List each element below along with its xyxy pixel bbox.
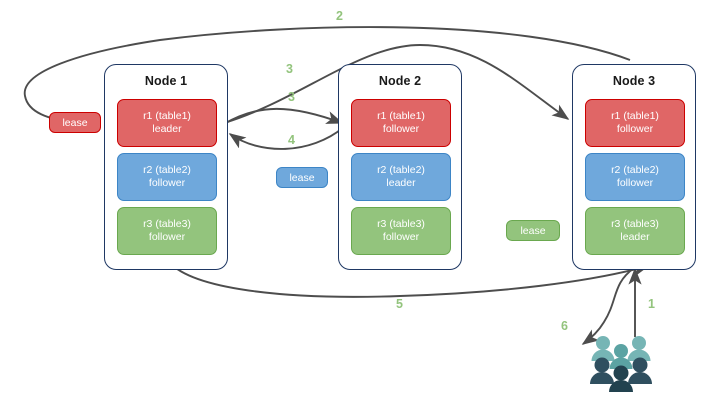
step-label-5: 5 bbox=[396, 297, 403, 311]
users-icon bbox=[590, 336, 652, 392]
replica-name: r1 (table1) bbox=[611, 110, 659, 122]
replica-name: r2 (table2) bbox=[611, 164, 659, 176]
replica-role: leader bbox=[386, 177, 416, 189]
replica-role: follower bbox=[616, 177, 654, 189]
replica-role: follower bbox=[148, 231, 186, 243]
step-label-3b: 3 bbox=[288, 90, 295, 104]
node-container-node3[interactable]: Node 3 r1 (table1) follower r2 (table2) … bbox=[572, 64, 696, 270]
replica-role: follower bbox=[616, 123, 654, 135]
lease-chip-table1[interactable]: lease bbox=[49, 112, 101, 133]
replica-role: leader bbox=[152, 123, 182, 135]
replica-node1-r2[interactable]: r2 (table2) follower bbox=[117, 153, 217, 201]
replica-role: leader bbox=[620, 231, 650, 243]
replica-role: follower bbox=[382, 123, 420, 135]
replica-role: follower bbox=[382, 231, 420, 243]
replica-name: r2 (table2) bbox=[377, 164, 425, 176]
step-label-1: 1 bbox=[648, 297, 655, 311]
node-title-node1: Node 1 bbox=[144, 74, 188, 88]
replica-node2-r3[interactable]: r3 (table3) follower bbox=[351, 207, 451, 255]
node-title-node2: Node 2 bbox=[378, 74, 422, 88]
replica-name: r2 (table2) bbox=[143, 164, 191, 176]
lease-chip-table3[interactable]: lease bbox=[506, 220, 560, 241]
replica-node1-r1[interactable]: r1 (table1) leader bbox=[117, 99, 217, 147]
step-label-2: 2 bbox=[336, 9, 343, 23]
replica-name: r3 (table3) bbox=[377, 218, 425, 230]
replica-node2-r1[interactable]: r1 (table1) follower bbox=[351, 99, 451, 147]
step-label-4: 4 bbox=[288, 133, 295, 147]
replica-name: r3 (table3) bbox=[611, 218, 659, 230]
step-label-6: 6 bbox=[561, 319, 568, 333]
replica-node3-r1[interactable]: r1 (table1) follower bbox=[585, 99, 685, 147]
replica-node2-r2[interactable]: r2 (table2) leader bbox=[351, 153, 451, 201]
replica-node3-r3[interactable]: r3 (table3) leader bbox=[585, 207, 685, 255]
lease-chip-table2[interactable]: lease bbox=[276, 167, 328, 188]
replica-name: r1 (table1) bbox=[377, 110, 425, 122]
replica-node1-r3[interactable]: r3 (table3) follower bbox=[117, 207, 217, 255]
replica-name: r1 (table1) bbox=[143, 110, 191, 122]
replica-node3-r2[interactable]: r2 (table2) follower bbox=[585, 153, 685, 201]
step-label-3a: 3 bbox=[286, 62, 293, 76]
edge-step-3-lower bbox=[223, 107, 344, 125]
node-container-node2[interactable]: Node 2 r1 (table1) follower r2 (table2) … bbox=[338, 64, 462, 270]
edge-step-4 bbox=[228, 126, 345, 150]
node-container-node1[interactable]: Node 1 r1 (table1) leader r2 (table2) fo… bbox=[104, 64, 228, 270]
node-title-node3: Node 3 bbox=[612, 74, 656, 88]
replica-name: r3 (table3) bbox=[143, 218, 191, 230]
replica-role: follower bbox=[148, 177, 186, 189]
